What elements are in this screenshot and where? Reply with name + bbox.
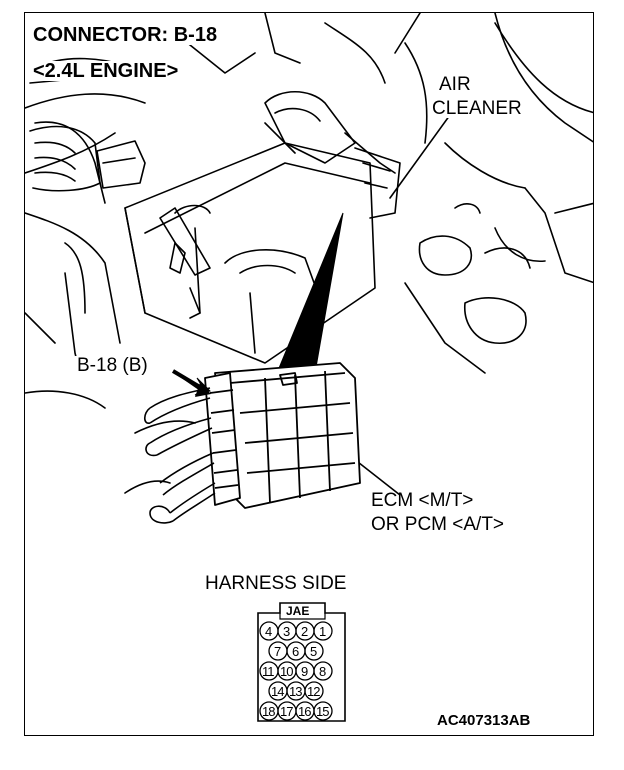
ecm-module	[204, 362, 361, 509]
air-cleaner-label-1: AIR	[439, 74, 471, 95]
pin-label: 5	[310, 644, 318, 659]
pin-label: 11	[262, 664, 274, 679]
connector-title: CONNECTOR: B-18	[31, 24, 220, 46]
ecm-label-2: OR PCM <A/T>	[371, 514, 505, 535]
ecm-label-1: ECM <M/T>	[371, 490, 474, 511]
pin-label: 10	[280, 664, 294, 679]
air-cleaner-label-2: CLEANER	[430, 98, 524, 119]
pin-label: 16	[298, 704, 312, 719]
pin-label: 6	[292, 644, 300, 659]
pin-label: 7	[274, 644, 282, 659]
pin-label: 18	[262, 704, 276, 719]
wire-harness	[143, 387, 216, 524]
pin-label: 9	[301, 664, 309, 679]
pin-label: 1	[319, 624, 327, 639]
pin-label: 13	[289, 684, 303, 699]
pin-label: 4	[265, 624, 273, 639]
pin-circles	[259, 621, 333, 721]
pin-label: 17	[280, 704, 294, 719]
connector-arrow	[195, 383, 211, 397]
connector-code: JAE	[286, 604, 310, 618]
pin-label: 15	[316, 704, 330, 719]
connector-pointer-label: B-18 (B)	[75, 355, 150, 376]
pin-label: 3	[283, 624, 291, 639]
engine-subtitle: <2.4L ENGINE>	[31, 60, 181, 82]
pin-label: 2	[301, 624, 309, 639]
pointer-wedge	[276, 212, 344, 374]
diagram-frame: CONNECTOR: B-18 <2.4L ENGINE> AIR CLEANE…	[24, 12, 594, 736]
pin-label: 14	[271, 684, 285, 699]
pin-label: 12	[307, 684, 321, 699]
harness-side-label: HARNESS SIDE	[205, 573, 347, 594]
connector-face	[257, 602, 346, 722]
pin-label: 8	[319, 664, 327, 679]
figure-id: AC407313AB	[437, 712, 531, 729]
